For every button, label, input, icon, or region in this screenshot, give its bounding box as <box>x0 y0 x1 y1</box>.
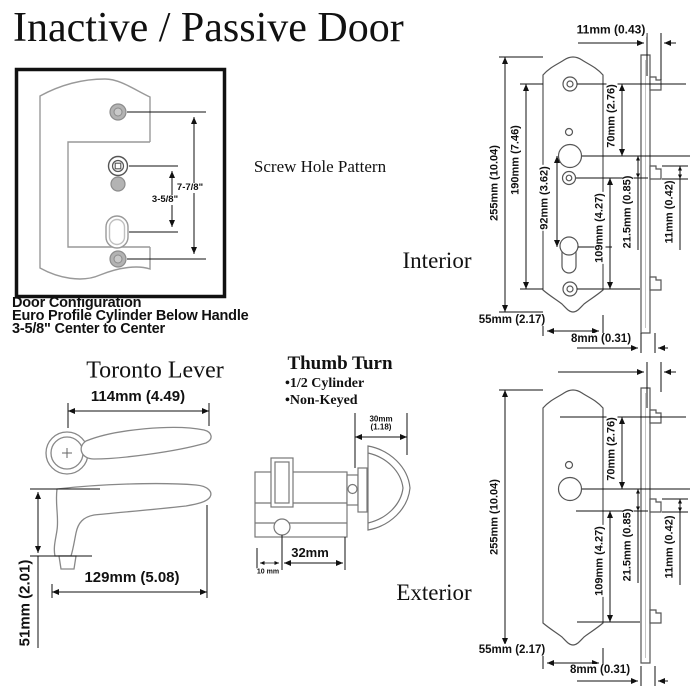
screw-pattern-caption: Screw Hole Pattern <box>253 157 387 177</box>
dim-3-5-8: 3-5/8" <box>150 194 180 206</box>
interior-height-dim: 255mm (10.04) <box>488 144 501 222</box>
exterior-tab-dim: 11mm (0.42) <box>663 514 676 580</box>
door-config-line1: Door Configuration <box>12 295 142 311</box>
exterior-top-to-handle-dim: 70mm (2.76) <box>605 416 618 482</box>
lever-length-dim: 129mm (5.08) <box>83 569 181 587</box>
interior-handle-offset-dim: 21.5mm (0.85) <box>621 174 634 250</box>
interior-backset-dim: 11mm (0.43) <box>575 22 647 37</box>
exterior-thickness-dim: 8mm (0.31) <box>568 663 632 677</box>
interior-thickness-dim: 8mm (0.31) <box>569 332 633 346</box>
screw-hole-pattern-drawing <box>14 67 227 299</box>
interior-plate-drawing <box>499 33 690 353</box>
interior-label: Interior <box>402 247 472 273</box>
thumb-knob-dim: 30mm(1.18) <box>368 414 394 433</box>
interior-top-to-handle-dim: 70mm (2.76) <box>605 83 618 149</box>
interior-tab-dim: 11mm (0.42) <box>663 179 676 245</box>
thumb-turn-title: Thumb Turn <box>287 353 393 375</box>
exterior-label: Exterior <box>396 579 472 605</box>
exterior-plate-drawing <box>499 362 690 686</box>
exterior-width-dim: 55mm (2.17) <box>477 643 547 657</box>
exterior-handle-offset-dim: 21.5mm (0.85) <box>621 507 634 583</box>
door-config-line2: Euro Profile Cylinder Below Handle <box>12 308 249 324</box>
interior-width-dim: 55mm (2.17) <box>477 313 547 327</box>
interior-centers-dim: 92mm (3.62) <box>538 165 551 231</box>
interior-screws-dim: 190mm (7.46) <box>509 124 522 196</box>
thumb-turn-bullet-1: •1/2 Cylinder <box>285 376 365 391</box>
thumb-turn-bullet-2: •Non-Keyed <box>285 393 358 408</box>
lever-height-dim: 51mm (2.01) <box>16 558 34 648</box>
thumb-offset-dim: 10 mm <box>255 568 281 576</box>
thumb-turn-drawing <box>254 413 411 570</box>
exterior-height-dim: 255mm (10.04) <box>488 478 501 556</box>
dim-7-7-8: 7-7/8" <box>175 182 205 194</box>
exterior-handle-to-bottom-dim: 109mm (4.27) <box>593 525 606 597</box>
door-config-line3: 3-5/8" Center to Center <box>12 321 165 337</box>
lever-width-dim: 114mm (4.49) <box>89 388 187 406</box>
interior-handle-to-bottom-dim: 109mm (4.27) <box>593 192 606 264</box>
thumb-body-dim: 32mm <box>290 545 330 561</box>
page-title: Inactive / Passive Door <box>13 5 404 51</box>
toronto-lever-drawing <box>30 403 212 648</box>
toronto-lever-title: Toronto Lever <box>86 357 224 384</box>
